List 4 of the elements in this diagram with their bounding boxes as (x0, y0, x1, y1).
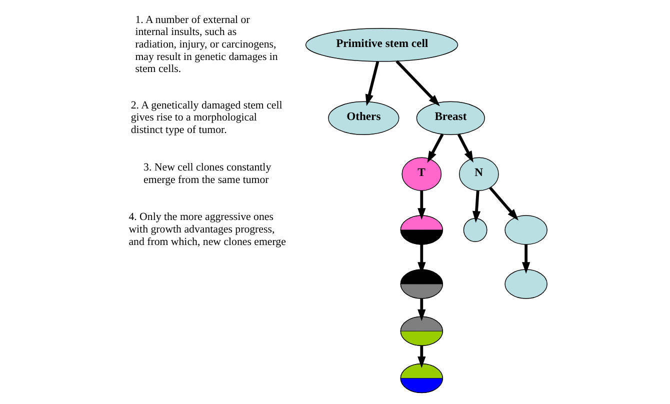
label: 3. New cell clones constantly emerge from the same tumor (144, 161, 272, 186)
label: 2. A genetically damaged stem cell gives rise to a morphological distinct type of tumor. (130, 99, 282, 136)
label: 4. Only the more aggressive ones with growth advantages progress, and from which, new clones emerge (128, 211, 286, 248)
label: 1. A number of external or internal insults, such as radiation, injury, or carcinogens, may result in genetic damages in stem cells. (135, 14, 278, 76)
